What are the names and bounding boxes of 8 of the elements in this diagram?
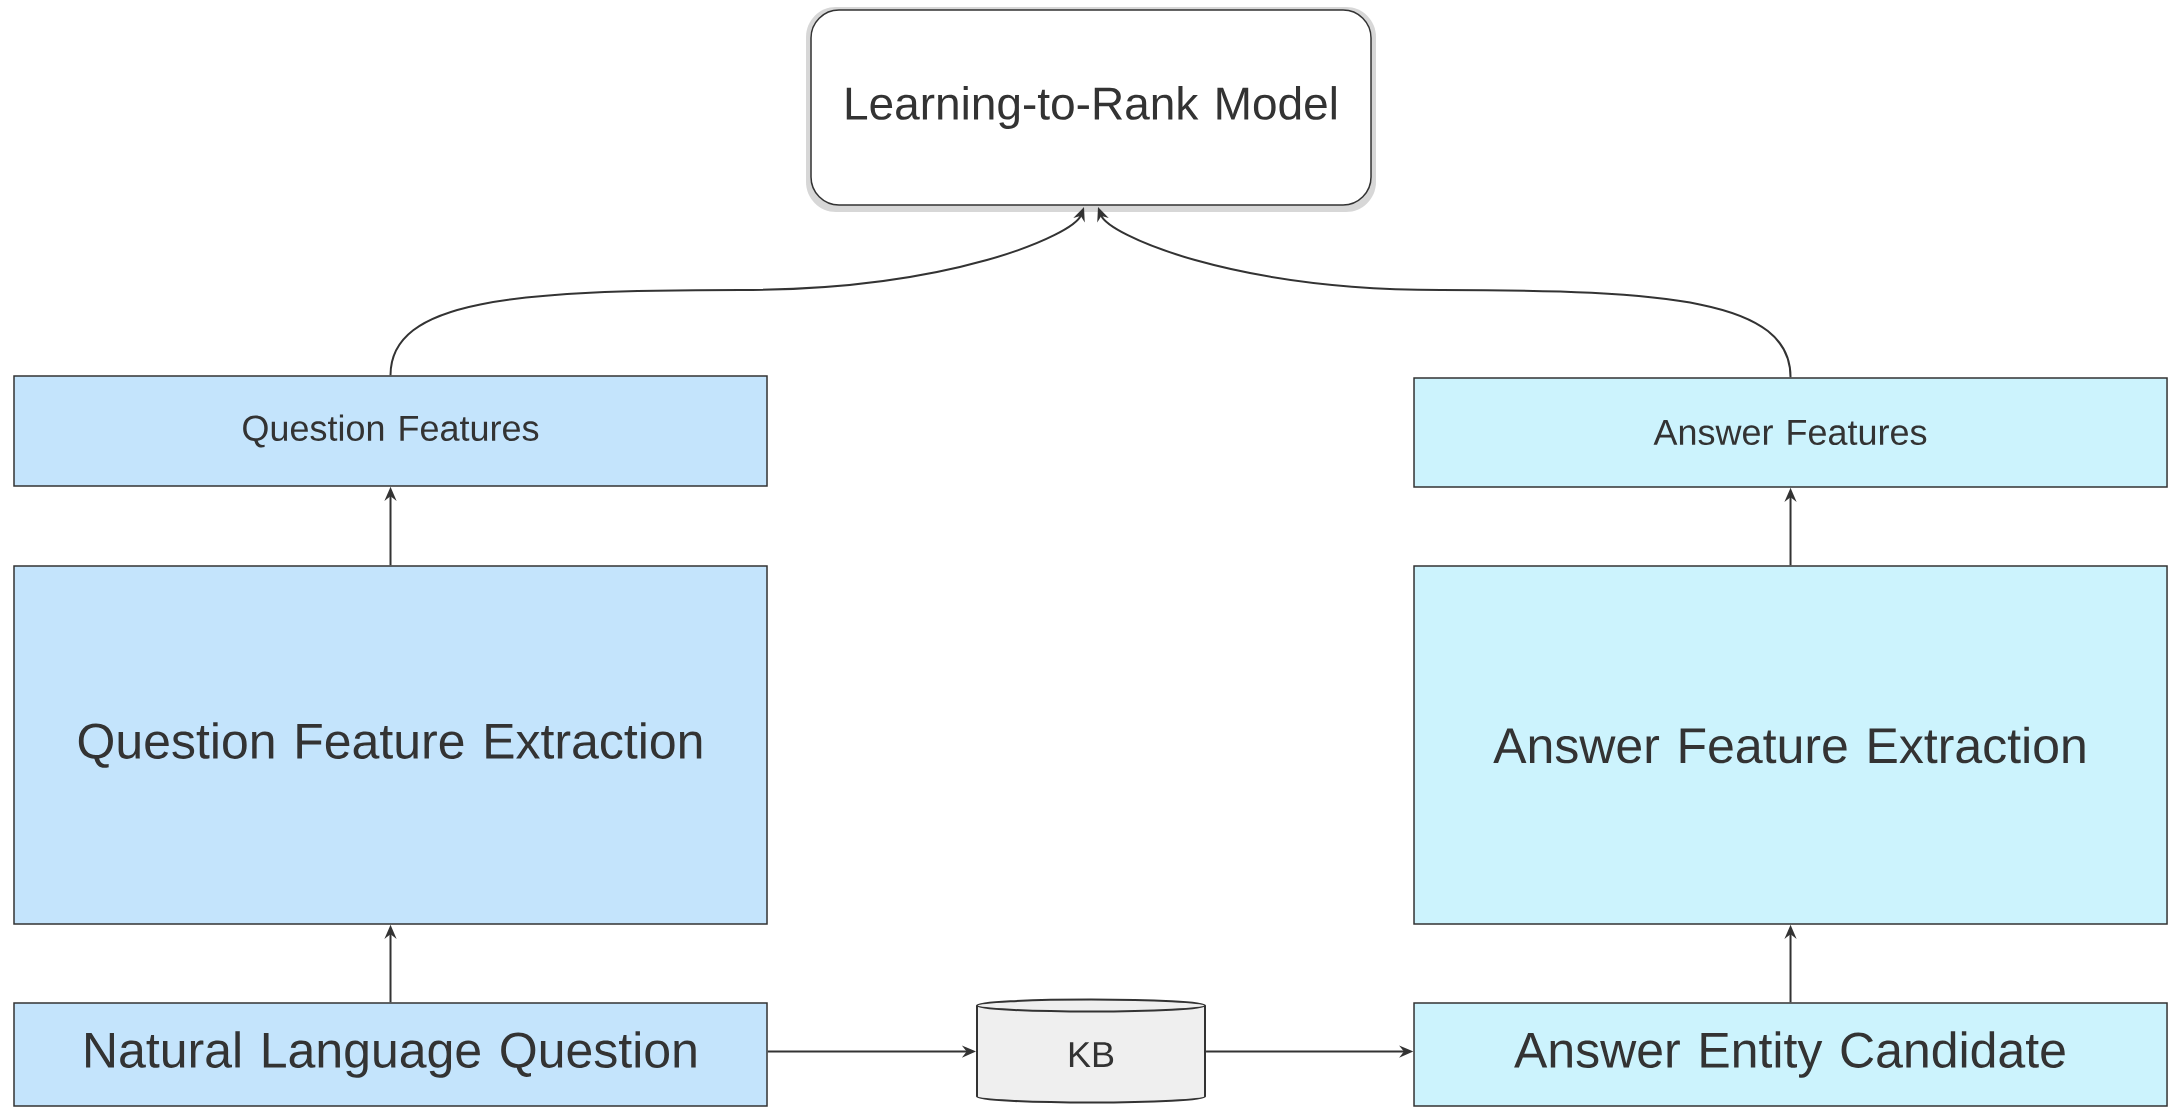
process-box: Answer Entity Candidate bbox=[1413, 1002, 2168, 1107]
process-box: Answer Features bbox=[1413, 377, 2168, 488]
database-cylinder: KB bbox=[976, 998, 1206, 1104]
process-box: Question Features bbox=[13, 375, 768, 487]
model-box: Learning-to-Rank Model bbox=[806, 7, 1376, 212]
process-box: Answer Feature Extraction bbox=[1413, 565, 2168, 925]
process-box: Question Feature Extraction bbox=[13, 565, 768, 925]
process-box: Natural Language Question bbox=[13, 1002, 768, 1107]
